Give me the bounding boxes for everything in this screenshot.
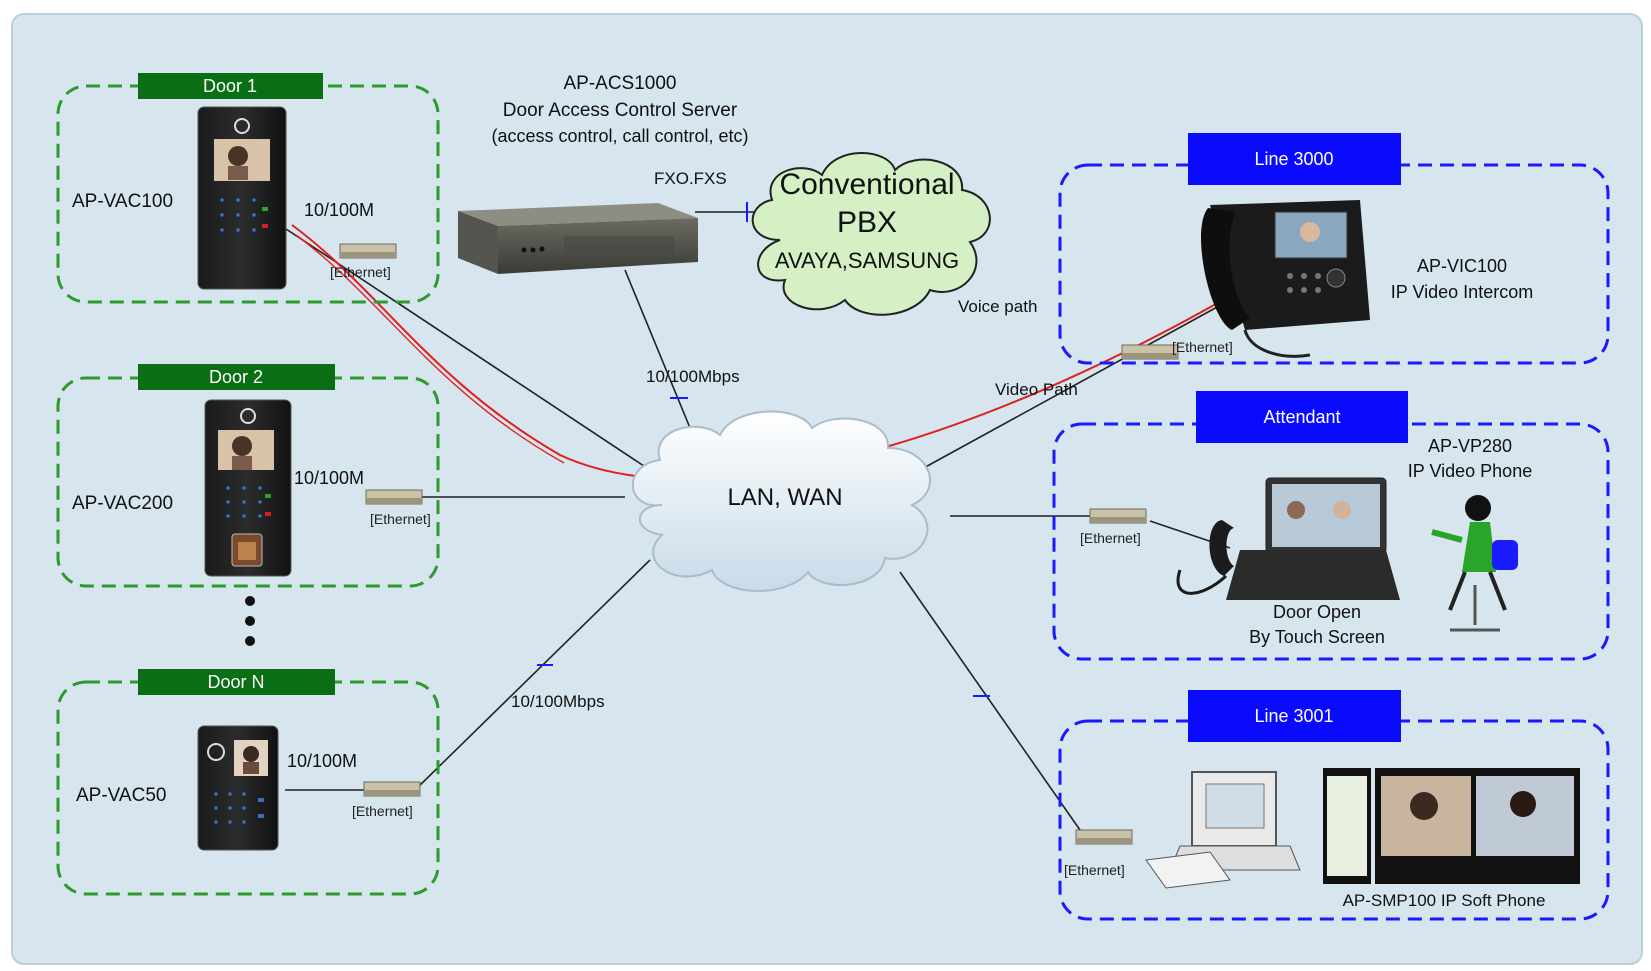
door-2-device-label: AP-VAC200: [72, 493, 173, 514]
door-1-ethernet-box: [339, 243, 397, 259]
door-n-device-label: AP-VAC50: [76, 785, 166, 806]
door-2-banner: [138, 364, 335, 390]
server-group: AP-ACS1000 Door Access Control Server (a…: [458, 73, 749, 274]
door-1-banner: [138, 73, 323, 99]
door-2-ethernet-label: [Ethernet]: [370, 511, 431, 527]
door-2-speed-label: 10/100M: [294, 468, 364, 488]
attendant-banner: [1196, 391, 1408, 443]
line-3000-device-line1: AP-VIC100: [1417, 256, 1507, 276]
door-1-device-label: AP-VAC100: [72, 191, 173, 212]
line-3000-device-line2: IP Video Intercom: [1391, 282, 1533, 302]
ap-vp280-phone: [1176, 477, 1400, 600]
line-3001-group: Line 3001 AP-SMP100 IP Soft Phone [Ether…: [1058, 690, 1610, 921]
link-bottom-label: 10/100Mbps: [511, 692, 605, 711]
pc-computer: [1145, 771, 1301, 889]
door-1-speed-label: 10/100M: [304, 200, 374, 220]
doorn-link-b: [414, 559, 651, 791]
pbx-cloud-shape: [751, 152, 991, 316]
link-top-label: 10/100Mbps: [646, 367, 740, 386]
server-link: [624, 269, 696, 441]
door-n-banner: [138, 669, 335, 695]
voice-path-line: [291, 224, 1231, 481]
door-2-ethernet-box: [365, 489, 423, 505]
attendant-note-line2: By Touch Screen: [1249, 627, 1385, 647]
attendant-group: Attendant AP-VP280 IP Video Phone Door O…: [1052, 391, 1610, 661]
door-n-ethernet-label: [Ethernet]: [352, 803, 413, 819]
ap-vac100-device: [197, 106, 287, 290]
attendant-ethernet-label: [Ethernet]: [1080, 530, 1141, 546]
door-n-ethernet-box: [363, 781, 421, 797]
line-3001-ethernet-label: [Ethernet]: [1064, 862, 1125, 878]
ap-vac50-device: [197, 725, 279, 851]
server-sub: (access control, call control, etc): [491, 126, 748, 146]
line3000-link: [919, 299, 1231, 471]
soft-phone-screens: [1323, 768, 1580, 884]
door-2-group: Door 2 AP-VAC200 10/100M [Ethernet]: [56, 364, 440, 588]
link-ticks: [537, 202, 990, 697]
attendant-device-line2: IP Video Phone: [1408, 461, 1532, 481]
server-name: AP-ACS1000: [563, 73, 676, 94]
attendant-note-line1: Door Open: [1273, 602, 1361, 622]
lan-wan-cloud-group: LAN, WAN: [631, 410, 931, 592]
line-3000-banner-label: Line 3000: [1254, 149, 1333, 169]
voice-path-line-2: [295, 234, 565, 464]
door-1-banner-label: Door 1: [203, 76, 257, 96]
pbx-line2: PBX: [837, 206, 897, 239]
line-3000-group: Line 3000 AP-VIC100 IP Video Intercom [E…: [1058, 133, 1610, 365]
line-3001-ethernet-box: [1075, 829, 1133, 845]
more-doors-ellipsis: [245, 596, 255, 646]
line-3000-banner: [1188, 133, 1401, 185]
door-n-speed-label: 10/100M: [287, 751, 357, 771]
line-3001-banner: [1188, 690, 1401, 742]
lan-wan-cloud-shape: [631, 410, 931, 592]
ap-acs1000-server: [458, 203, 698, 274]
door-2-banner-label: Door 2: [209, 367, 263, 387]
ap-vac200-device: [204, 399, 292, 577]
video-path-label: Video Path: [995, 380, 1078, 399]
line3001-link: [899, 571, 1081, 831]
door-1-ethernet-label: [Ethernet]: [330, 264, 391, 280]
lan-wan-label: LAN, WAN: [727, 484, 842, 511]
attendant-person: [1431, 495, 1518, 632]
line-3001-device-label: AP-SMP100 IP Soft Phone: [1343, 891, 1546, 910]
line-3001-banner-label: Line 3001: [1254, 706, 1333, 726]
ap-vic100-phone: [1201, 200, 1370, 358]
line-3000-ethernet-box: [1121, 344, 1179, 360]
door-n-banner-label: Door N: [207, 672, 264, 692]
pbx-cloud-group: Conventional PBX AVAYA,SAMSUNG: [751, 152, 991, 316]
attendant-ethernet-box: [1089, 508, 1147, 524]
attendant-device-line1: AP-VP280: [1428, 436, 1512, 456]
attendant-banner-label: Attendant: [1263, 407, 1340, 427]
voice-path-label: Voice path: [958, 297, 1037, 316]
door-n-group: Door N AP-VAC50 10/100M [Ethernet]: [56, 669, 440, 896]
server-desc: Door Access Control Server: [503, 100, 738, 121]
pbx-line3: AVAYA,SAMSUNG: [775, 248, 959, 273]
pbx-line1: Conventional: [779, 168, 954, 201]
door-1-group: Door 1 AP-VAC100 10/100M [Ethernet]: [56, 73, 440, 304]
server-port-label: FXO.FXS: [654, 169, 727, 188]
line-3000-ethernet-label: [Ethernet]: [1172, 339, 1233, 355]
